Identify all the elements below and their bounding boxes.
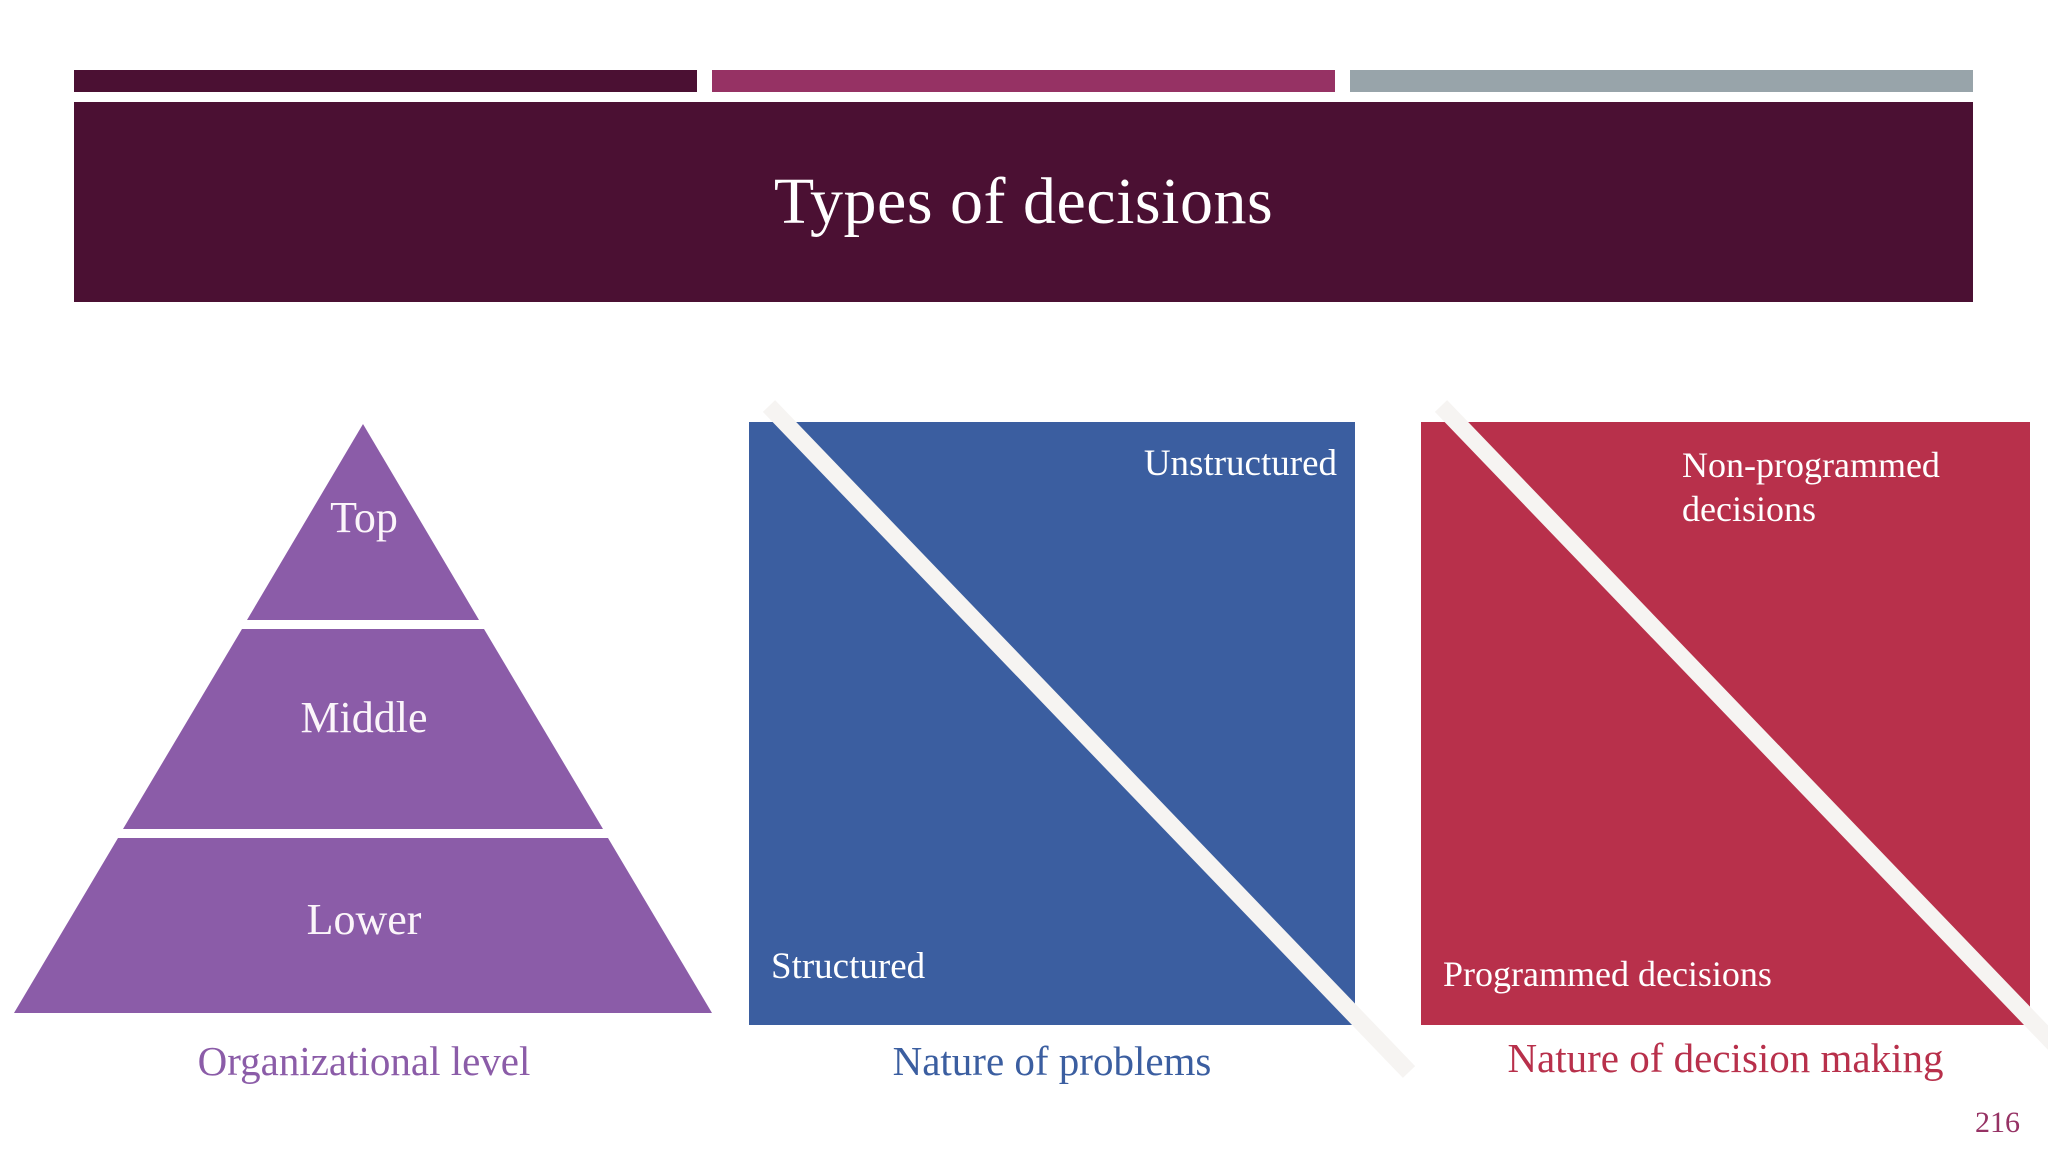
accent-bar-dark-plum [74, 70, 697, 92]
label-structured: Structured [771, 946, 926, 988]
accent-bar-gray [1350, 70, 1973, 92]
pyramid-segment-middle [123, 629, 603, 829]
slide-title-bar: Types of decisions [74, 102, 1973, 302]
pyramid-segment-lower [14, 838, 712, 1013]
label-non-programmed-decisions: Non-programmed decisions [1682, 445, 1940, 529]
caption-nature-of-problems: Nature of problems [892, 1038, 1212, 1084]
diagonal-divider-line-red [1434, 400, 2048, 1050]
caption-nature-of-decision-making: Nature of decision making [1507, 1035, 1944, 1081]
label-programmed-decisions: Programmed decisions [1443, 954, 1772, 995]
nature-of-problems-box: Unstructured Structured [749, 400, 1416, 1078]
diagonal-divider-line-blue [762, 400, 1416, 1078]
pyramid-shape [14, 424, 712, 1013]
accent-bar-magenta [712, 70, 1335, 92]
page-number: 216 [1975, 1106, 2020, 1139]
organizational-level-pyramid: Top Middle Lower [14, 424, 714, 1030]
page-title: Types of decisions [773, 165, 1274, 238]
pyramid-segment-top [247, 424, 479, 620]
label-unstructured: Unstructured [1143, 443, 1337, 484]
nature-of-decision-making-box: Non-programmed decisions Programmed deci… [1421, 400, 2048, 1050]
pyramid-label-top: Top [330, 493, 398, 542]
pyramid-label-middle: Middle [300, 693, 428, 742]
caption-organizational-level: Organizational level [197, 1038, 531, 1084]
accent-bar-row [0, 70, 2048, 92]
pyramid-label-lower: Lower [306, 895, 422, 944]
